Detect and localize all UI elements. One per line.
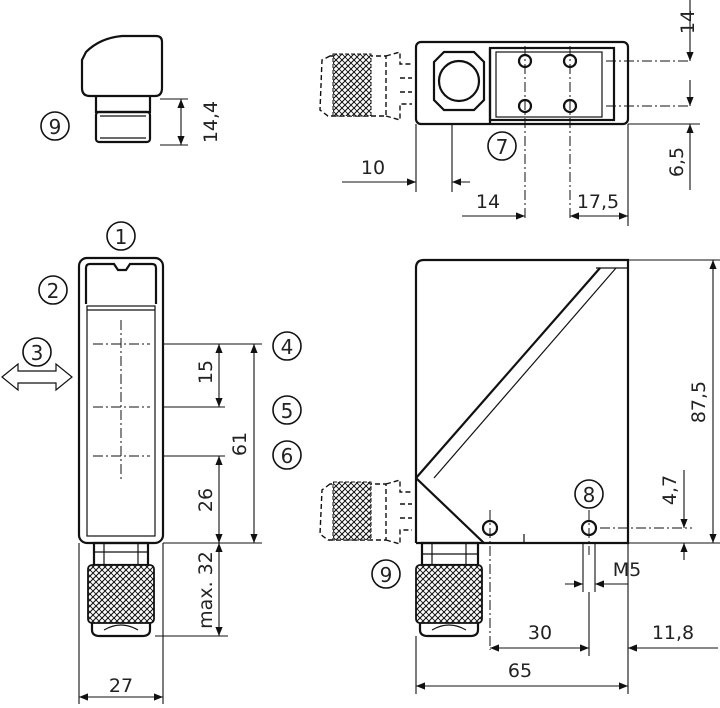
dim-14-mid: 14	[476, 191, 500, 213]
dim-26: 26	[195, 488, 217, 512]
callout-5: 5	[281, 399, 294, 423]
connector-end-view: 14,4 9	[40, 34, 222, 146]
dim-61: 61	[229, 432, 251, 456]
dim-6-5: 6,5	[666, 147, 688, 177]
dim-10: 10	[361, 157, 385, 179]
side-view: 87,5 4,7 M5 30 11,8 65 8 9	[319, 258, 720, 694]
dim-87-5: 87,5	[688, 381, 710, 423]
callout-3: 3	[31, 341, 44, 365]
dim-65: 65	[508, 660, 532, 682]
callout-4: 4	[281, 335, 294, 359]
top-view: 14 6,5 10 14 17,5 7	[319, 0, 700, 226]
dim-4-7: 4,7	[659, 475, 681, 505]
callout-6: 6	[281, 444, 294, 468]
callout-2: 2	[47, 279, 60, 303]
callout-9-top: 9	[49, 115, 62, 139]
dim-m5: M5	[613, 559, 641, 581]
callout-7: 7	[496, 135, 509, 159]
dim-15: 15	[195, 360, 217, 384]
dim-max-32: max. 32	[195, 551, 217, 629]
dim-11-8: 11,8	[652, 622, 694, 644]
dim-14-top: 14	[677, 10, 699, 34]
front-view: 15 26 61 max. 32 27 1 2 3 4 5 6	[1, 221, 302, 704]
dim-17-5: 17,5	[577, 191, 619, 213]
bidirectional-arrow-icon	[1, 362, 73, 392]
dim-30: 30	[528, 622, 552, 644]
dim-14-4: 14,4	[200, 101, 222, 143]
dim-27: 27	[109, 675, 133, 697]
callout-8: 8	[583, 483, 596, 507]
callout-1: 1	[115, 225, 128, 249]
callout-9-bottom: 9	[380, 563, 393, 587]
